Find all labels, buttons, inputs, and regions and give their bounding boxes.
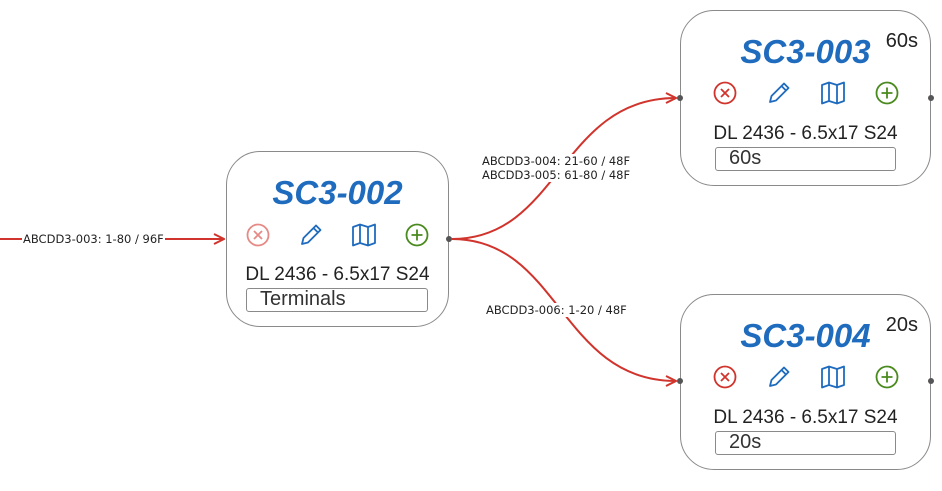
incoming-edge-label: ABCDD3-003: 1-80 / 96F — [22, 232, 165, 246]
node-count: 60s — [885, 30, 918, 52]
remove-icon[interactable] — [244, 221, 272, 249]
edit-icon[interactable] — [297, 221, 325, 249]
node-sc3-004-input-port[interactable] — [677, 378, 683, 384]
node-count: 20s — [885, 314, 918, 336]
add-icon[interactable] — [873, 363, 901, 391]
node-title[interactable]: SC3-004 — [740, 317, 871, 354]
remove-icon[interactable] — [711, 79, 739, 107]
node-input-field[interactable]: Terminals — [246, 288, 428, 312]
edge-label-sc3-004: ABCDD3-006: 1-20 / 48F — [485, 303, 628, 317]
node-title[interactable]: SC3-002 — [272, 174, 403, 211]
node-sc3-003-input-port[interactable] — [677, 95, 683, 101]
node-subtitle: DL 2436 - 6.5x17 S24 — [245, 264, 430, 285]
node-sc3-002[interactable]: SC3-002 DL 2436 - 6.5x17 S24 Terminals — [226, 151, 449, 327]
edit-icon[interactable] — [765, 79, 793, 107]
node-sc3-003[interactable]: SC3-003 60s DL 2436 - 6.5x17 S24 60s — [680, 10, 931, 186]
map-icon[interactable] — [819, 363, 847, 391]
add-icon[interactable] — [873, 79, 901, 107]
edge-label-sc3-003-line-1: ABCDD3-004: 21-60 / 48F — [481, 154, 632, 168]
edge-label-sc3-003-line-2: ABCDD3-005: 61-80 / 48F — [481, 168, 632, 182]
node-subtitle: DL 2436 - 6.5x17 S24 — [713, 123, 898, 144]
node-sc3-003-output-port[interactable] — [928, 95, 934, 101]
edit-icon[interactable] — [765, 363, 793, 391]
node-input-field[interactable]: 60s — [715, 147, 896, 171]
node-title[interactable]: SC3-003 — [740, 33, 871, 70]
map-icon[interactable] — [819, 79, 847, 107]
node-sc3-004[interactable]: SC3-004 20s DL 2436 - 6.5x17 S24 20s — [680, 294, 931, 470]
map-icon[interactable] — [350, 221, 378, 249]
remove-icon[interactable] — [711, 363, 739, 391]
node-sc3-004-output-port[interactable] — [928, 378, 934, 384]
node-input-field[interactable]: 20s — [715, 431, 896, 455]
node-subtitle: DL 2436 - 6.5x17 S24 — [713, 407, 898, 428]
node-sc3-002-output-port[interactable] — [446, 236, 452, 242]
add-icon[interactable] — [403, 221, 431, 249]
